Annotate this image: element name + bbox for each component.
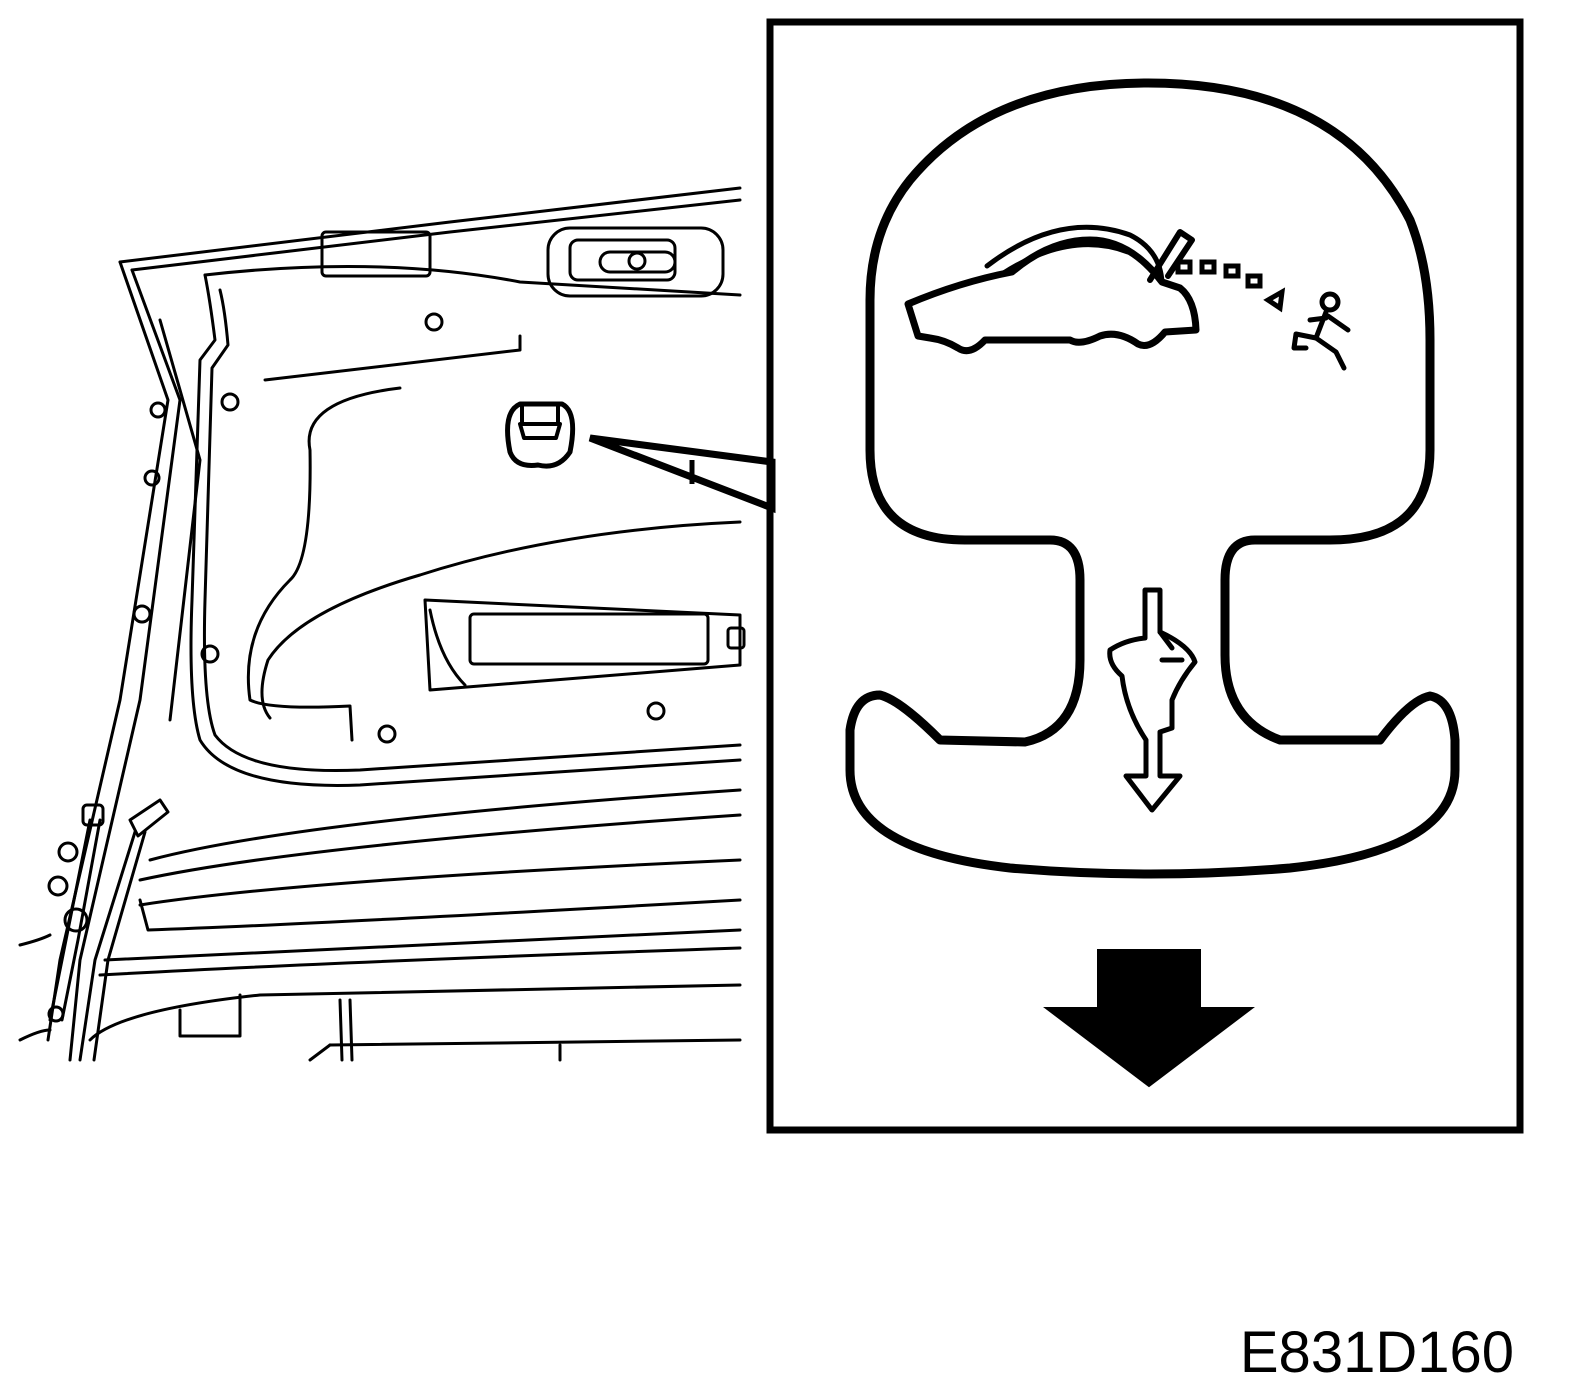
detail-inset-frame [766, 18, 1524, 1134]
open-trunk-car-icon [904, 224, 1200, 355]
down-arrow-icon [1043, 949, 1255, 1088]
person-escaping-icon [1291, 291, 1351, 371]
emergency-release-handle-icon [505, 401, 576, 469]
escape-trail-dots [1175, 259, 1286, 313]
trunk-lid-inner-panel-illustration [18, 186, 746, 1062]
figure-code: E831D160 [1239, 1320, 1514, 1385]
callout-pointer [588, 434, 776, 514]
pull-down-hand-icon [1107, 587, 1198, 813]
release-handle-enlarged-outline [845, 78, 1460, 879]
